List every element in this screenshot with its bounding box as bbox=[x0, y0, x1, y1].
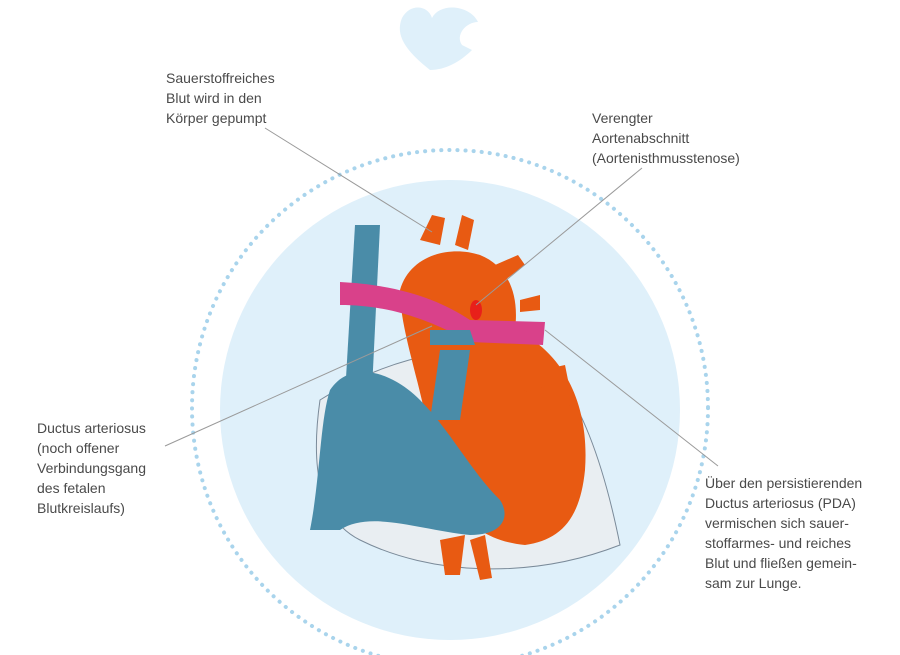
label-narrowed-aorta: Verengter Aortenabschnitt (Aortenisthmus… bbox=[592, 110, 740, 166]
heart-illustration bbox=[310, 215, 621, 580]
right-heart bbox=[310, 371, 505, 535]
callout-line-oxygen-rich bbox=[264, 127, 433, 233]
label-pda-mixing: Über den persistierenden Ductus arterios… bbox=[705, 475, 863, 591]
dotted-ring bbox=[190, 148, 710, 655]
pda-pulmonary bbox=[430, 330, 475, 345]
vena-cava bbox=[345, 225, 380, 395]
pulmonary-trunk bbox=[430, 350, 470, 420]
callout-line-ductus bbox=[164, 325, 433, 447]
callout-line-pda bbox=[544, 329, 719, 467]
callout-lines bbox=[164, 127, 719, 467]
narrowing bbox=[470, 300, 482, 320]
heart-logo-icon bbox=[399, 7, 478, 70]
label-ductus: Ductus arteriosus (noch offener Verbindu… bbox=[37, 420, 146, 516]
callout-line-narrowed-aorta bbox=[475, 167, 643, 306]
aorta-branches bbox=[420, 215, 572, 580]
label-oxygen-rich: Sauerstoffreiches Blut wird in den Körpe… bbox=[166, 70, 275, 126]
ductus-arteriosus bbox=[340, 282, 545, 345]
